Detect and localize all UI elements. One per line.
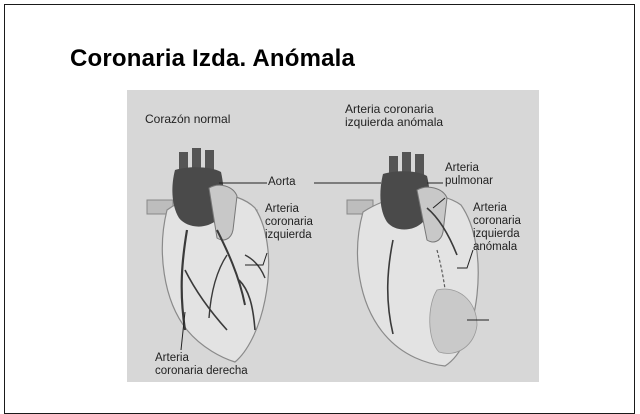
- slide-title: Coronaria Izda. Anómala: [70, 45, 355, 73]
- slide-frame: Coronaria Izda. Anómala: [4, 4, 635, 414]
- heart-diagram: Corazón normal Aorta Arteria coronaria i…: [127, 90, 539, 382]
- right-coronary-label: Arteria coronaria derecha: [155, 352, 248, 378]
- left-coronary-label: Arteria coronaria izquierda: [265, 203, 313, 242]
- aorta-label: Aorta: [268, 176, 296, 189]
- anomalous-heart-heading: Arteria coronaria izquierda anómala: [345, 103, 443, 129]
- normal-heart-heading: Corazón normal: [145, 113, 230, 126]
- anomalous-left-coronary-label: Arteria coronaria izquierda anómala: [473, 202, 521, 254]
- pulmonary-label: Arteria pulmonar: [445, 162, 493, 188]
- normal-heart: [147, 148, 381, 362]
